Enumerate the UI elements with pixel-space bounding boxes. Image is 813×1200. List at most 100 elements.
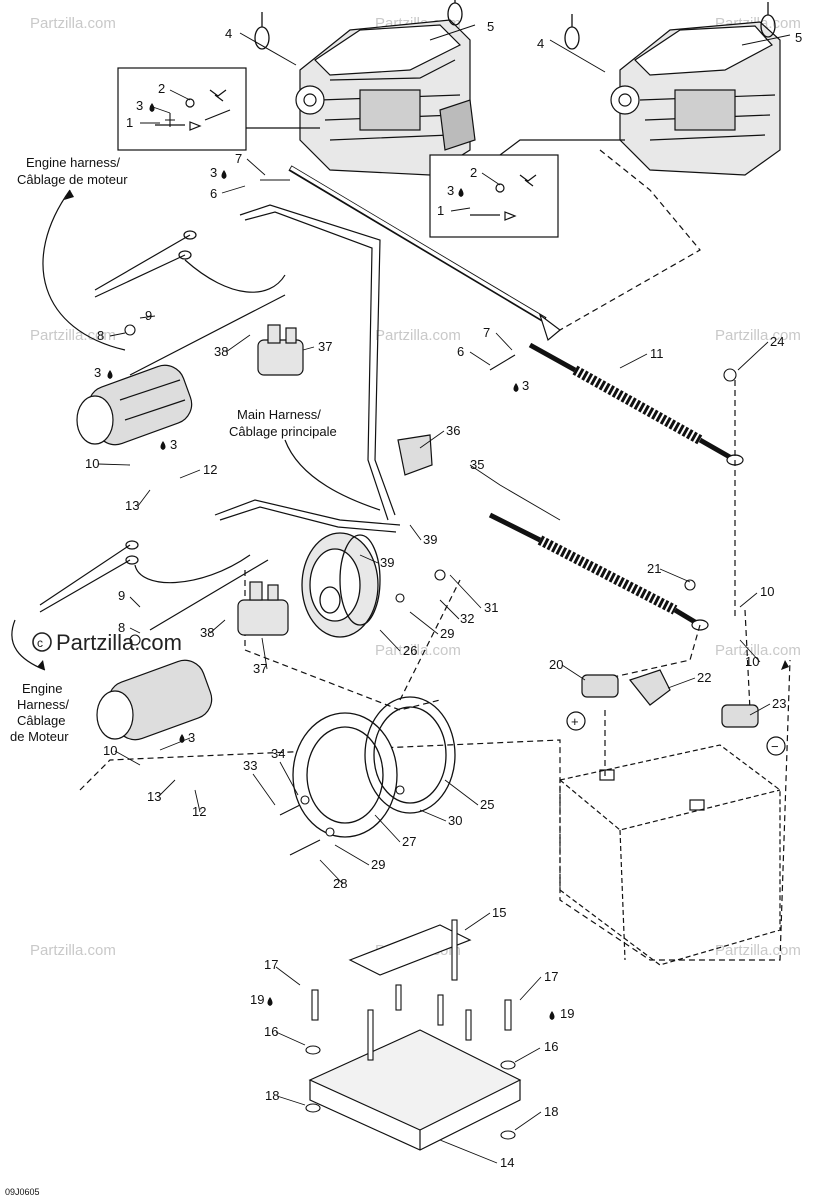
watermark-main: Partzilla.com [56, 630, 182, 655]
callout-3: 3 [447, 183, 454, 198]
watermark: Partzilla.com [375, 327, 461, 344]
callout-2: 2 [158, 81, 165, 96]
callout-5: 5 [795, 30, 802, 45]
callout-3: 3 [94, 365, 101, 380]
engine-harness-bottom-line4: de Moteur [10, 729, 69, 744]
callout-9: 9 [145, 308, 152, 323]
engine-left [295, 19, 476, 176]
callout-38: 38 [200, 625, 214, 640]
callout-29: 29 [440, 626, 454, 641]
watermark: Partzilla.com [30, 15, 116, 32]
callout-38: 38 [214, 344, 228, 359]
callout-18: 18 [544, 1104, 558, 1119]
starter-motor-lower [96, 659, 213, 741]
copyright-icon: c [32, 632, 52, 652]
callout-4: 4 [537, 36, 544, 51]
engine-harness-bottom-line2: Harness/ [17, 697, 69, 712]
callout-12: 12 [203, 462, 217, 477]
callout-24: 24 [770, 334, 784, 349]
callout-30: 30 [448, 813, 462, 828]
callout-35: 35 [470, 457, 484, 472]
watermark: Partzilla.com [715, 942, 801, 959]
callout-3: 3 [188, 730, 195, 745]
callout-11: 11 [650, 346, 664, 361]
callout-13: 13 [147, 789, 161, 804]
callout-39: 39 [380, 555, 394, 570]
callout-29: 29 [371, 857, 385, 872]
callout-6: 6 [457, 344, 464, 359]
callout-10: 10 [760, 584, 774, 599]
arrow-markers [37, 190, 789, 670]
callout-36: 36 [446, 423, 460, 438]
callout-17: 17 [544, 969, 558, 984]
callout-3: 3 [522, 378, 529, 393]
callout-10: 10 [103, 743, 117, 758]
battery [559, 744, 781, 966]
minus-symbol: − [771, 739, 779, 754]
callout-16: 16 [264, 1024, 278, 1039]
drawing-code: 09J0605 [5, 1187, 40, 1197]
callout-33: 33 [243, 758, 257, 773]
callout-1: 1 [126, 115, 133, 130]
detail-box-right [429, 139, 625, 238]
callout-31: 31 [484, 600, 498, 615]
callout-3: 3 [210, 165, 217, 180]
callout-25: 25 [480, 797, 494, 812]
solenoid-lower [237, 581, 289, 636]
callout-15: 15 [492, 905, 506, 920]
fasteners [124, 113, 737, 1140]
battery-bracket [348, 924, 472, 976]
plus-symbol: + [571, 714, 579, 729]
callout-26: 26 [403, 643, 417, 658]
callout-8: 8 [97, 328, 104, 343]
cover-and-gasket [292, 696, 456, 838]
callout-16: 16 [544, 1039, 558, 1054]
oil-drop-icon [107, 103, 555, 1020]
detail-box-left [117, 67, 320, 151]
callout-6: 6 [210, 186, 217, 201]
callout-37: 37 [253, 661, 267, 676]
main-harness-line1: Main Harness/ [237, 407, 321, 422]
callout-27: 27 [402, 834, 416, 849]
callout-3: 3 [170, 437, 177, 452]
callout-18: 18 [265, 1088, 279, 1103]
callout-2: 2 [470, 165, 477, 180]
callout-17: 17 [264, 957, 278, 972]
callout-labels: 1 2 3 4 5 6 7 3 4 5 1 2 3 9 8 38 37 3 7 … [85, 19, 802, 1170]
callout-23: 23 [772, 696, 786, 711]
callout-19: 19 [560, 1006, 574, 1021]
watermark: Partzilla.com [375, 642, 461, 659]
flywheel-assembly [301, 532, 381, 638]
watermark: Partzilla.com [715, 642, 801, 659]
engine-harness-bottom-line3: Câblage [17, 713, 65, 728]
callout-14: 14 [500, 1155, 514, 1170]
callout-9: 9 [118, 588, 125, 603]
leader-lines [97, 89, 771, 1164]
callout-12: 12 [192, 804, 206, 819]
callout-4: 4 [225, 26, 232, 41]
callout-28: 28 [333, 876, 347, 891]
engine-harness-top-line1: Engine harness/ [26, 155, 120, 170]
callout-20: 20 [549, 657, 563, 672]
hose-clamp-parts [239, 0, 791, 73]
callout-8: 8 [118, 620, 125, 635]
solenoid-upper [257, 324, 304, 376]
engine-right [610, 21, 781, 176]
starter-motor-upper [76, 364, 193, 446]
callout-7: 7 [483, 325, 490, 340]
engine-harness-bottom-line1: Engine [22, 681, 62, 696]
watermark: Partzilla.com [30, 942, 116, 959]
main-harness-line2: Câblage principale [229, 424, 337, 439]
engine-harness-top-line2: Câblage de moteur [17, 172, 128, 187]
callout-10: 10 [745, 654, 759, 669]
callout-5: 5 [487, 19, 494, 34]
callout-22: 22 [697, 670, 711, 685]
callout-19: 19 [250, 992, 264, 1007]
callout-21: 21 [647, 561, 661, 576]
callout-7: 7 [235, 151, 242, 166]
callout-32: 32 [460, 611, 474, 626]
callout-39: 39 [423, 532, 437, 547]
cables [11, 149, 791, 961]
callout-10: 10 [85, 456, 99, 471]
